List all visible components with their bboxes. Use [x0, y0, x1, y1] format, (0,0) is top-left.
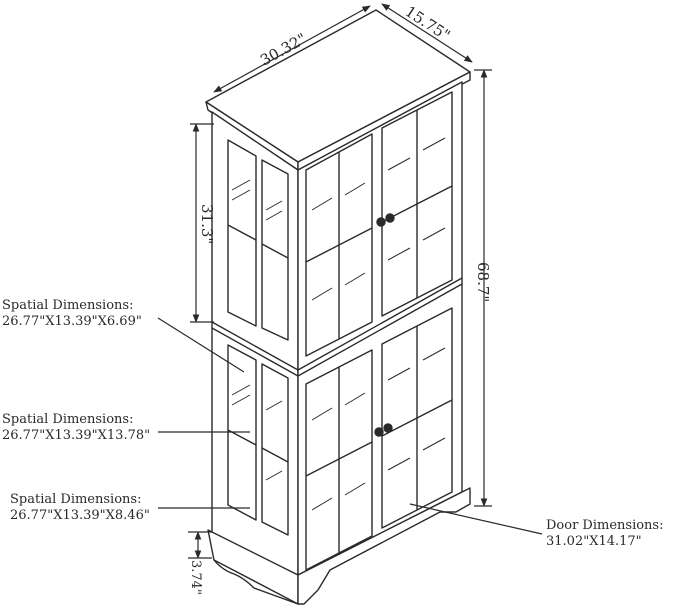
leader-lines	[157, 317, 543, 535]
callout-lower-title: Spatial Dimensions:	[10, 492, 142, 507]
callout-middle-value: 26.77"X13.39"X13.78"	[2, 428, 151, 443]
callout-lower: Spatial Dimensions: 26.77"X13.39"X8.46"	[10, 492, 150, 524]
knob-lower	[374, 427, 384, 437]
callout-lower-value: 26.77"X13.39"X8.46"	[10, 508, 150, 523]
callout-door: Door Dimensions: 31.02"X14.17"	[546, 518, 663, 550]
glass-hatching	[231, 137, 446, 511]
callout-upper-value: 26.77"X13.39"X6.69"	[2, 314, 142, 329]
side-window-lower-right	[261, 363, 289, 536]
callout-upper-title: Spatial Dimensions:	[2, 298, 134, 313]
cabinet-outline	[205, 9, 471, 605]
divider-front	[297, 277, 463, 371]
callout-middle: Spatial Dimensions: 26.77"X13.39"X13.78"	[2, 412, 150, 444]
divider-side	[211, 321, 299, 371]
height-label: 68.7"	[474, 262, 492, 302]
knob-upper	[376, 217, 386, 227]
callout-middle-title: Spatial Dimensions:	[2, 412, 134, 427]
upper-height-label: 31.3"	[198, 204, 216, 244]
leader-upper	[157, 317, 245, 373]
width-dim-line	[213, 5, 371, 93]
dimension-lines	[188, 3, 492, 559]
leader-door	[409, 503, 543, 535]
depth-dim-line	[381, 3, 473, 63]
base-height-label: 3.74"	[188, 560, 203, 595]
side-window-upper-right	[261, 159, 289, 341]
cabinet-top-edge-side	[297, 71, 471, 171]
callout-door-title: Door Dimensions:	[546, 518, 664, 533]
callout-door-value: 31.02"X14.17"	[546, 534, 642, 549]
cabinet-base-front	[297, 487, 471, 605]
callout-upper: Spatial Dimensions: 26.77"X13.39"X6.69"	[2, 298, 142, 330]
